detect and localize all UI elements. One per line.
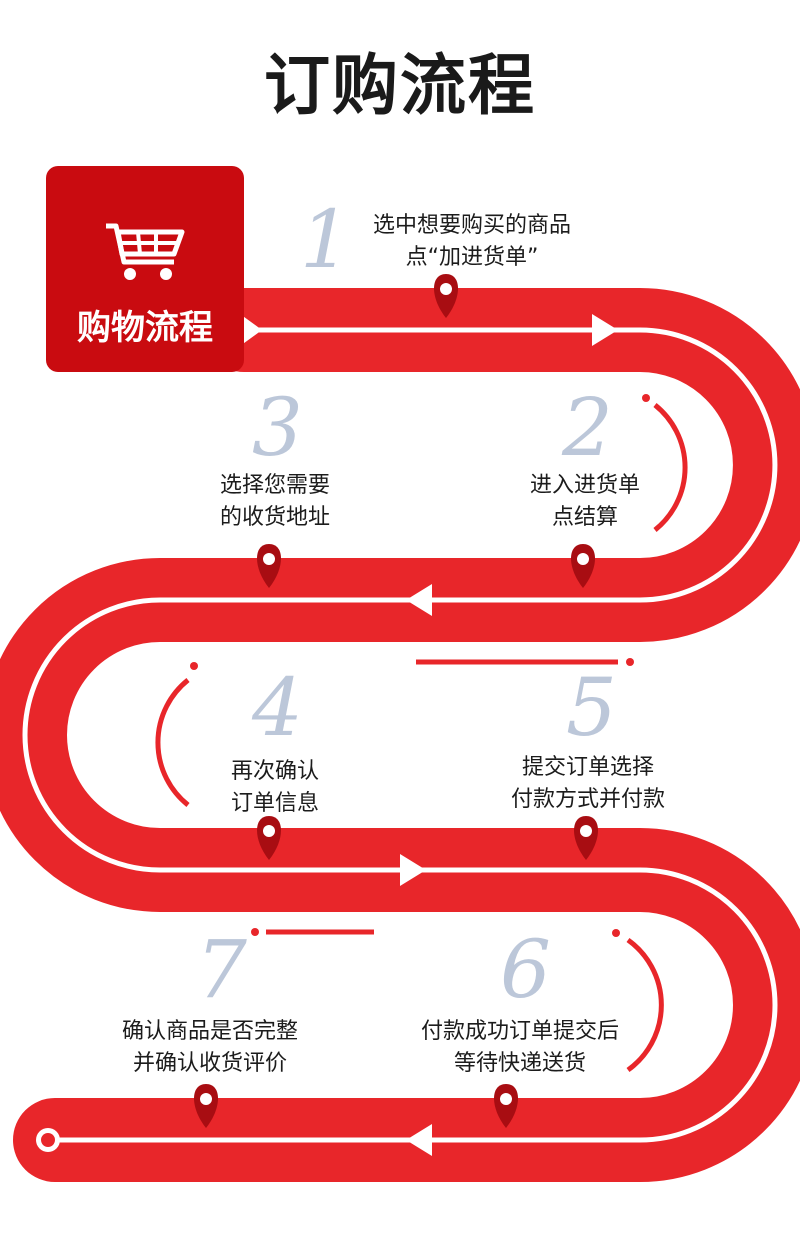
location-pin-icon [257, 544, 281, 588]
location-pin-icon [434, 274, 458, 318]
shopping-process-badge: 购物流程 [46, 166, 244, 372]
step-description: 选中想要购买的商品 点“加进货单” [372, 213, 571, 270]
location-pin-icon [194, 1084, 218, 1128]
arrow-left-1 [406, 584, 432, 616]
step-number: 7 [196, 923, 247, 1016]
step-number: 1 [300, 193, 351, 286]
step-number: 5 [566, 661, 617, 754]
arrow-start [240, 314, 262, 346]
step-number: 2 [562, 381, 613, 474]
shopping-cart-icon [106, 223, 185, 280]
step-number: 3 [252, 381, 303, 474]
road-center-line [22, 327, 778, 1143]
step-number: 6 [500, 923, 551, 1016]
arrow-right-2 [400, 854, 426, 886]
location-pin-icon [494, 1084, 518, 1128]
decor-arc-right-2 [626, 937, 664, 1073]
arrow-right-1 [592, 314, 618, 346]
decor-arc-left [155, 678, 190, 807]
decor-arc-right-1 [653, 403, 688, 532]
location-pin-icon [574, 816, 598, 860]
step-description: 进入进货单 点结算 [529, 473, 640, 530]
step-description: 选择您需要 的收货地址 [219, 473, 330, 530]
page-title: 订购流程 [264, 47, 536, 124]
step-description: 付款成功订单提交后 等待快递送货 [420, 1019, 619, 1076]
location-pin-icon [257, 816, 281, 860]
step-description: 提交订单选择 付款方式并付款 [510, 755, 665, 812]
badge-label: 购物流程 [77, 308, 213, 348]
location-pin-icon [571, 544, 595, 588]
arrow-left-2 [406, 1124, 432, 1156]
step-description: 再次确认 订单信息 [230, 759, 319, 816]
step-number: 4 [252, 661, 303, 754]
step-description: 确认商品是否完整 并确认收货评价 [121, 1019, 298, 1076]
